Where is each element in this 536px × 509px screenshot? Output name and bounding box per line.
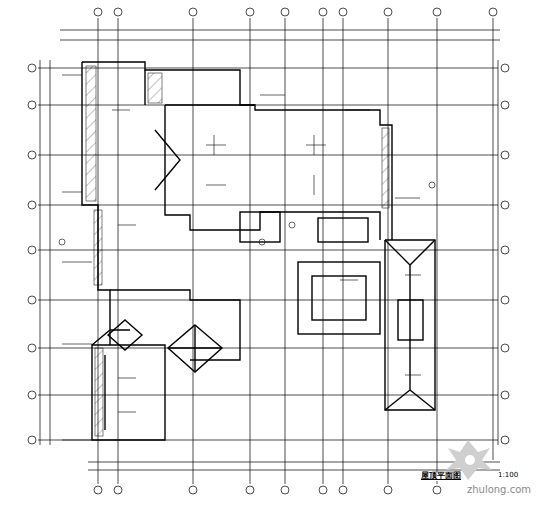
annotation-marks [59, 75, 435, 440]
drawing-title: 屋顶平面图 [420, 472, 462, 481]
axis-bubbles [28, 8, 509, 494]
roof-outline [82, 62, 435, 440]
hatched-areas [86, 66, 389, 436]
watermark: zhulong.com [466, 484, 532, 495]
axis-grid [38, 18, 500, 484]
drawing-scale: 1:100 [497, 472, 519, 480]
